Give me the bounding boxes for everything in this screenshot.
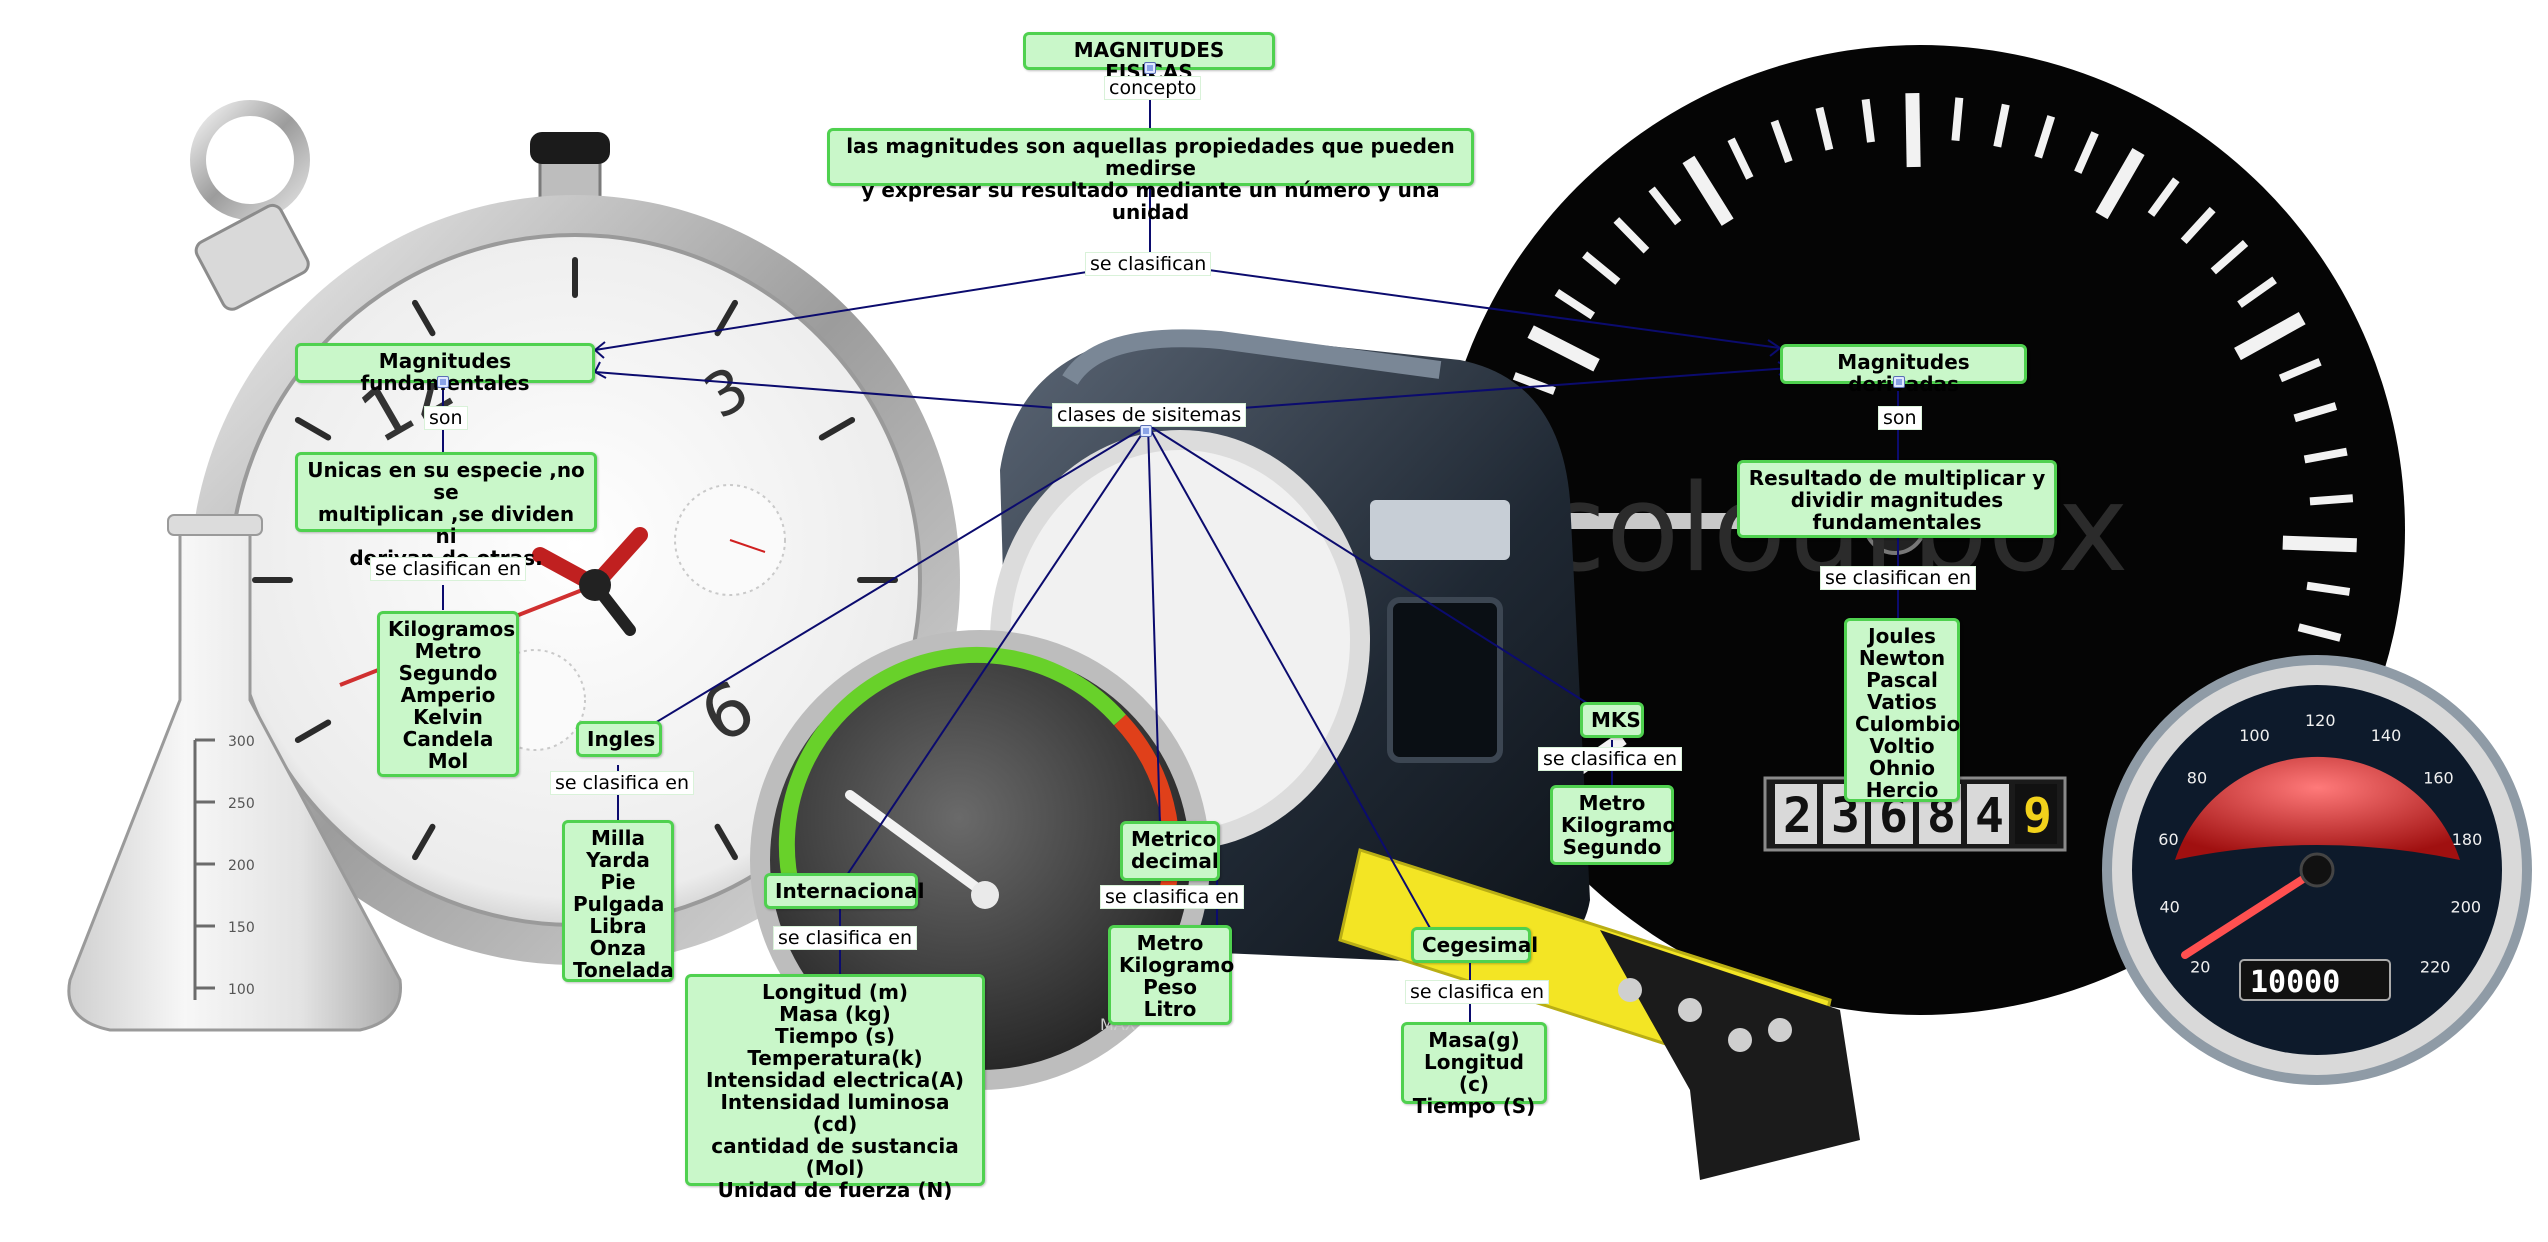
speedometer-label: 180 bbox=[2452, 830, 2483, 849]
internacional-units-node[interactable]: Longitud (m) Masa (kg) Tiempo (s) Temper… bbox=[685, 974, 985, 1186]
link-label-se-clasifica-en-ingles: se clasifica en bbox=[550, 771, 694, 795]
speedometer-illustration: 20 40 60 80 100 120 140 160 180 200 220 10000 bbox=[2107, 660, 2527, 1080]
derivadas-units-node[interactable]: Joules Newton Pascal Vatios Culombio Vol… bbox=[1844, 618, 1960, 802]
ingles-units-node[interactable]: Milla Yarda Pie Pulgada Libra Onza Tonel… bbox=[562, 820, 674, 982]
link-label-se-clasifican: se clasifican bbox=[1085, 252, 1211, 276]
link-label-se-clasifica-en-mks: se clasifica en bbox=[1538, 747, 1682, 771]
flask-tick-label: 200 bbox=[228, 858, 255, 874]
cegesimal-node[interactable]: Cegesimal bbox=[1411, 927, 1531, 963]
speedometer-label: 40 bbox=[2159, 897, 2179, 916]
link-label-concepto: concepto bbox=[1104, 76, 1201, 100]
note-icon[interactable] bbox=[1144, 62, 1156, 74]
speedometer-label: 200 bbox=[2451, 897, 2482, 916]
speedometer-label: 120 bbox=[2305, 711, 2336, 730]
link-label-se-clasifican-en-right: se clasifican en bbox=[1820, 566, 1976, 590]
derivadas-description-node[interactable]: Resultado de multiplicar y dividir magni… bbox=[1737, 460, 2057, 538]
speedometer-label: 20 bbox=[2190, 957, 2210, 976]
mks-units-node[interactable]: Metro Kilogramo Segundo bbox=[1550, 785, 1674, 865]
speedometer-label: 100 bbox=[2239, 726, 2270, 745]
metrico-units-node[interactable]: Metro Kilogramo Peso Litro bbox=[1108, 925, 1232, 1025]
tachometer-tick bbox=[1866, 103, 1870, 138]
speedometer-label: 140 bbox=[2371, 726, 2402, 745]
link-label-son-left: son bbox=[424, 406, 468, 430]
flask-tick-label: 150 bbox=[228, 920, 255, 936]
flask-tick-label: 250 bbox=[228, 796, 255, 812]
ingles-node[interactable]: Ingles bbox=[576, 721, 662, 757]
fundamentales-units-node[interactable]: Kilogramos Metro Segundo Amperio Kelvin … bbox=[377, 611, 519, 777]
link-label-se-clasifican-en-left: se clasifican en bbox=[370, 557, 526, 581]
tachometer-tick bbox=[2314, 499, 2349, 502]
cegesimal-units-node[interactable]: Masa(g) Longitud (c) Tiempo (S) bbox=[1401, 1022, 1547, 1104]
speedometer-label: 220 bbox=[2420, 957, 2451, 976]
note-icon[interactable] bbox=[1140, 425, 1152, 437]
fundamentales-description-node[interactable]: Unicas en su especie ,no se multiplican … bbox=[295, 452, 597, 532]
link-label-clases-de-sistemas: clases de sisitemas bbox=[1052, 403, 1246, 427]
tachometer-tick bbox=[2290, 543, 2350, 545]
speedometer-label: 160 bbox=[2423, 769, 2454, 788]
link-label-se-clasifica-en-cegesimal: se clasifica en bbox=[1405, 980, 1549, 1004]
speedometer-label: 80 bbox=[2187, 769, 2207, 788]
definition-node[interactable]: las magnitudes son aquellas propiedades … bbox=[827, 128, 1474, 186]
note-icon[interactable] bbox=[437, 376, 449, 388]
flask-tick-label: 300 bbox=[228, 734, 255, 750]
tachometer-tick bbox=[1956, 102, 1959, 137]
odometer-digit: 9 bbox=[2023, 788, 2052, 844]
link-label-son-right: son bbox=[1878, 406, 1922, 430]
mks-node[interactable]: MKS bbox=[1580, 702, 1644, 738]
speedometer-label: 60 bbox=[2158, 830, 2178, 849]
flask-tick-label: 100 bbox=[228, 982, 255, 998]
link-label-se-clasifica-en-internacional: se clasifica en bbox=[773, 926, 917, 950]
odometer-digit: 2 bbox=[1783, 788, 1812, 844]
tachometer-tick bbox=[2311, 586, 2346, 591]
link-label-se-clasifica-en-metrico: se clasifica en bbox=[1100, 885, 1244, 909]
speed-counter: 10000 bbox=[2250, 965, 2340, 1000]
internacional-node[interactable]: Internacional bbox=[764, 873, 918, 909]
odometer-digit: 4 bbox=[1975, 788, 2004, 844]
tachometer-tick bbox=[1912, 100, 1913, 160]
note-icon[interactable] bbox=[1893, 376, 1905, 388]
metrico-decimal-node[interactable]: Metrico decimal bbox=[1120, 821, 1220, 881]
